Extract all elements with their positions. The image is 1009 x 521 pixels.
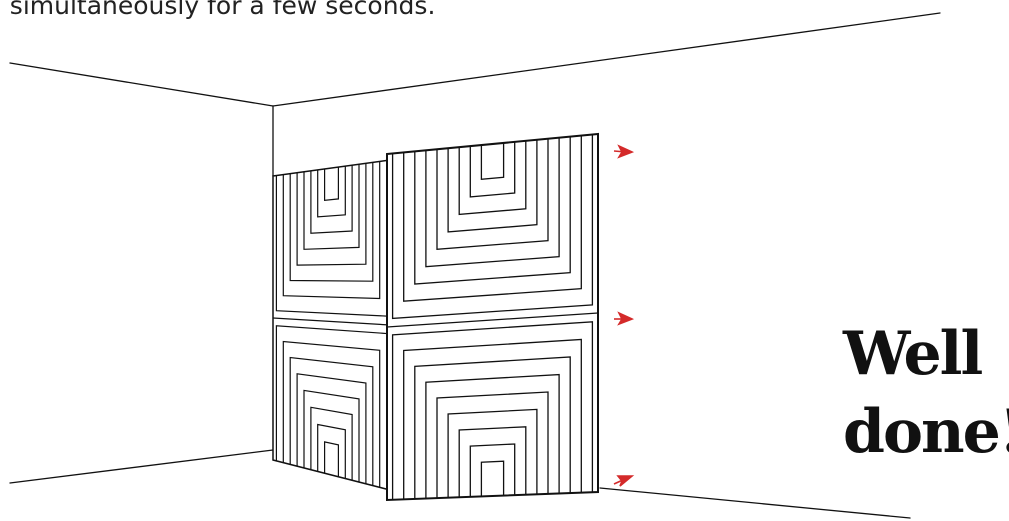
message-line-2: done!	[843, 397, 1009, 467]
panel-groove-line	[458, 426, 527, 498]
panel-groove-line	[317, 166, 346, 218]
wall-panel-right	[386, 132, 599, 502]
panel-groove-line	[403, 338, 582, 500]
message-line-1: Well	[843, 319, 983, 389]
panel-groove-line	[386, 312, 599, 328]
push-arrows	[613, 144, 635, 487]
well-done-message: Well done!	[843, 315, 1009, 471]
panel-groove-line	[447, 139, 538, 233]
instruction-text: n simultaneously for a few seconds.	[0, 0, 436, 20]
panel-groove-line	[414, 136, 571, 285]
floor-right-edge	[599, 487, 911, 519]
panel-groove-line	[289, 162, 374, 282]
panel-groove-line	[458, 140, 527, 216]
panel-groove-line	[317, 423, 346, 479]
panel-groove-line	[310, 165, 353, 234]
panel-groove-line	[282, 161, 381, 300]
panel-groove-line	[436, 391, 549, 499]
panel-groove-line	[469, 443, 516, 497]
push-right-arrow-icon	[613, 475, 635, 487]
panel-groove-line	[414, 356, 571, 499]
panel-groove-line	[469, 141, 516, 198]
ceiling-right-edge	[272, 12, 941, 107]
panel-groove-line	[425, 373, 560, 499]
panel-groove-line	[303, 164, 360, 250]
panel-groove-line	[272, 317, 391, 326]
panel-groove-line	[425, 137, 560, 268]
floor-left-edge	[9, 449, 274, 484]
panel-groove-line	[296, 373, 367, 484]
panel-groove-line	[480, 460, 505, 497]
panel-groove-line	[436, 138, 549, 251]
panel-groove-line	[310, 406, 353, 481]
panel-groove-line	[480, 142, 505, 181]
panel-groove-line	[403, 135, 582, 302]
panel-groove-line	[282, 340, 381, 488]
panel-groove-line	[296, 163, 367, 266]
wall-panel-left	[272, 159, 391, 491]
push-right-arrow-icon	[614, 311, 635, 326]
panel-groove-line	[324, 441, 339, 477]
ceiling-left-edge	[9, 62, 274, 107]
panel-groove-line	[324, 167, 339, 201]
panel-groove-line	[303, 389, 360, 483]
push-right-arrow-icon	[613, 144, 635, 159]
panel-groove-line	[447, 408, 538, 498]
panel-groove-line	[391, 321, 594, 500]
panel-groove-line	[391, 134, 594, 320]
panel-groove-line	[289, 356, 374, 486]
